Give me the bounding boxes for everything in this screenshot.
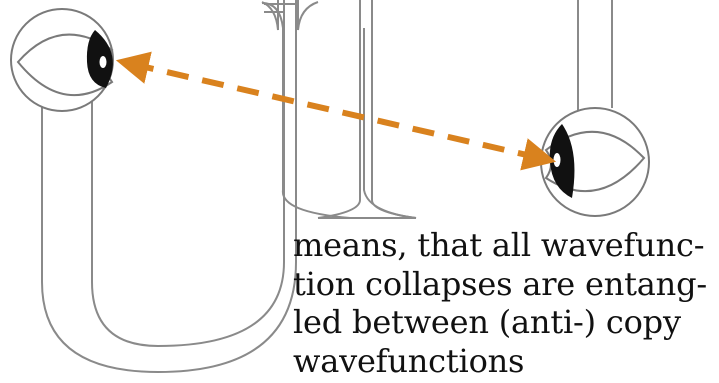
caption-line: wavefunctions — [293, 341, 525, 380]
letter-right-stroke-shape — [577, 0, 613, 110]
letter-i-shape — [261, 0, 417, 219]
caption-text: means, that all wavefunc- tion collapses… — [293, 226, 713, 380]
caption-line: means, that all wavefunc- — [293, 226, 705, 264]
right-eye-icon — [540, 107, 650, 217]
caption-line: tion collapses are entang- — [293, 264, 707, 303]
entanglement-arrow — [115, 51, 557, 171]
caption-line: led between (anti-) copy — [293, 303, 681, 341]
left-eye-icon — [10, 8, 114, 112]
